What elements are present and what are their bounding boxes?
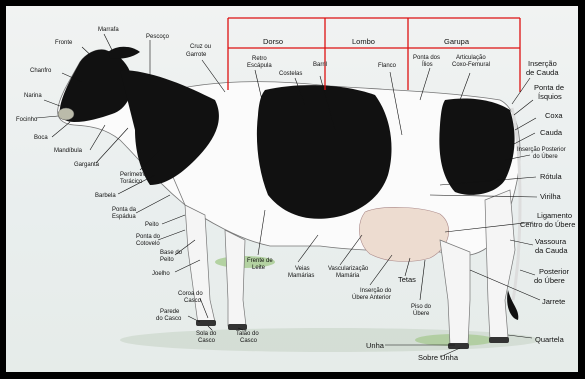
- label-cruz-2: Garrote: [186, 52, 207, 58]
- label-frente-leite-1: Frente de: [247, 258, 273, 264]
- label-rotula: Rótula: [540, 172, 563, 181]
- label-posterior-2: do Úbere: [534, 276, 565, 285]
- label-flanco: Flanco: [378, 63, 397, 69]
- label-marrafa: Marrafa: [98, 27, 119, 33]
- label-base-peito-2: Peito: [160, 257, 174, 263]
- label-retro-2: Escápula: [247, 63, 272, 69]
- label-ponta-cotovelo-2: Cotovelo: [136, 241, 160, 247]
- label-frente-leite-2: Leite: [252, 265, 266, 271]
- label-vascularizacao-1: Vascularização: [328, 266, 369, 272]
- label-ponta-espadua-2: Espádua: [112, 214, 136, 220]
- label-garganta: Garganta: [74, 162, 100, 168]
- label-barbela: Barbela: [95, 193, 116, 199]
- label-tetas: Tetas: [398, 275, 416, 284]
- label-coxa: Coxa: [545, 111, 563, 120]
- label-sola-2: Casco: [198, 338, 216, 344]
- label-articulacao-2: Coxo-Femural: [452, 62, 490, 68]
- label-vassoura-2: da Cauda: [535, 246, 568, 255]
- label-boca: Boca: [34, 135, 48, 141]
- label-costelas: Costelas: [279, 71, 302, 77]
- label-coroa-1: Coroa do: [178, 291, 203, 297]
- label-ponta-ilios-2: Ílios: [422, 61, 433, 68]
- label-veias-1: Veias: [295, 266, 310, 272]
- label-ponta-isquios-1: Ponta de: [534, 83, 564, 92]
- label-talao-1: Talão do: [236, 331, 259, 337]
- region-lombo-label: Lombo: [352, 37, 375, 46]
- label-barril: Barril: [313, 62, 327, 68]
- label-ponta-espadua-1: Ponta da: [112, 207, 137, 213]
- label-parede-2: do Casco: [156, 316, 182, 322]
- label-veias-2: Mamárias: [288, 273, 314, 279]
- label-insercao-cauda-1: Inserção: [528, 59, 557, 68]
- label-chanfro: Chanfro: [30, 68, 52, 74]
- label-parede-1: Parede: [160, 309, 180, 315]
- label-sola-1: Sola do: [196, 331, 217, 337]
- region-garupa-label: Garupa: [444, 37, 470, 46]
- label-cruz-1: Cruz ou: [190, 44, 211, 50]
- label-vascularizacao-2: Mamária: [336, 273, 360, 279]
- label-focinho: Focinho: [16, 117, 38, 123]
- label-piso-1: Piso do: [411, 304, 432, 310]
- label-sobre-unha: Sobre Unha: [418, 353, 459, 362]
- label-ponta-ilios-1: Ponta dos: [413, 55, 440, 61]
- label-ponta-cotovelo-1: Ponta do: [136, 234, 161, 240]
- label-cauda: Cauda: [540, 128, 563, 137]
- label-fronte: Fronte: [55, 40, 73, 46]
- label-posterior-1: Posterior: [539, 267, 570, 276]
- region-dorso-label: Dorso: [263, 37, 283, 46]
- label-piso-2: Úbere: [413, 310, 430, 317]
- label-coroa-2: Casco: [184, 298, 202, 304]
- label-perimetro-2: Torácico: [120, 179, 143, 185]
- label-narina: Narina: [24, 93, 42, 99]
- label-jarrete: Jarrete: [542, 297, 565, 306]
- label-unha: Unha: [366, 341, 385, 350]
- label-insercao-ant-1: Inserção do: [360, 288, 392, 294]
- label-perimetro-1: Perímetro: [120, 172, 147, 178]
- label-insercao-post-1: Inserção Posterior: [517, 147, 566, 153]
- label-joelho: Joelho: [152, 271, 170, 277]
- label-vassoura-1: Vassoura: [535, 237, 567, 246]
- label-mandibula: Mandíbula: [54, 148, 83, 154]
- label-insercao-ant-2: Úbere Anterior: [352, 294, 391, 301]
- label-ponta-isquios-2: Ísquios: [538, 92, 562, 101]
- cow-illustration: [58, 47, 520, 349]
- label-base-peito-1: Base do: [160, 250, 183, 256]
- label-articulacao-1: Articulação: [456, 55, 486, 61]
- label-talao-2: Casco: [240, 338, 258, 344]
- label-quartela: Quartela: [535, 335, 565, 344]
- label-peito: Peito: [145, 222, 159, 228]
- label-insercao-cauda-2: de Cauda: [526, 68, 559, 77]
- label-ligamento-2: Centro do Úbere: [520, 220, 575, 229]
- label-insercao-post-2: do Úbere: [533, 153, 558, 160]
- label-retro-1: Retro: [252, 56, 267, 62]
- label-ligamento-1: Ligamento: [537, 211, 572, 220]
- label-virilha: Virilha: [540, 192, 562, 201]
- label-pescoco: Pescoço: [146, 34, 170, 40]
